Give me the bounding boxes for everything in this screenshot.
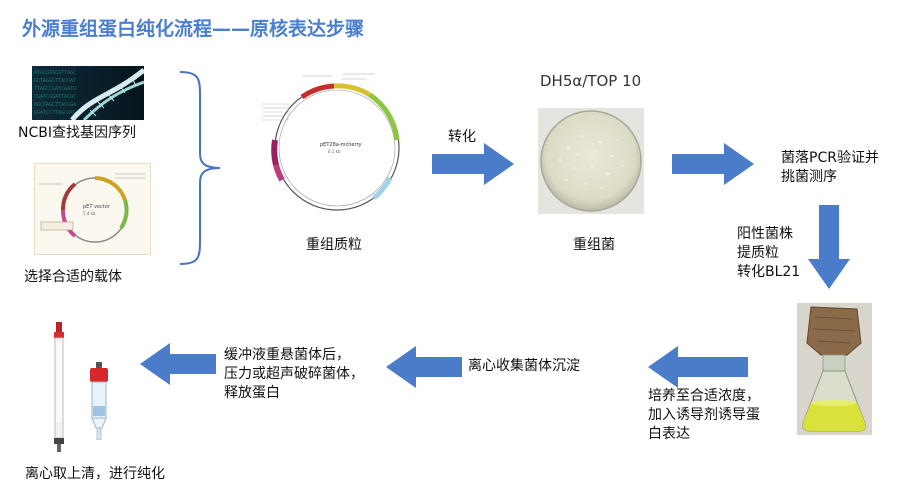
culture-label-line-2: 加入诱导剂诱导蛋	[648, 407, 760, 423]
bracket	[176, 70, 226, 270]
vector-label: 选择合适的载体	[24, 269, 122, 285]
positive-label: 阳性菌株 提质粒 转化BL21	[737, 225, 800, 282]
svg-text:GCTAGGCTTACGAT: GCTAGGCTTACGAT	[34, 78, 76, 84]
arrow-left-3	[140, 343, 216, 385]
lysis-label: 缓冲液重悬菌体后， 压力或超声破碎菌体， 释放蛋白	[224, 346, 364, 403]
culture-label: 培养至合适浓度， 加入诱导剂诱导蛋 白表达	[648, 387, 760, 444]
svg-text:AGCTAGCTTACGGA: AGCTAGCTTACGGA	[34, 102, 76, 108]
arrow-left-1	[648, 346, 748, 388]
lysis-label-line-1: 缓冲液重悬菌体后，	[224, 347, 350, 363]
centrifuge-label: 离心收集菌体沉淀	[468, 358, 580, 374]
svg-text:GGATCCTTAGCATG: GGATCCTTAGCATG	[34, 110, 76, 116]
arrow-down	[808, 205, 850, 289]
transform-label: 转化	[448, 129, 476, 145]
lysis-label-line-2: 压力或超声破碎菌体，	[224, 366, 364, 382]
pcr-label-line-2: 挑菌测序	[781, 169, 837, 185]
petri-dish-image	[538, 108, 644, 214]
recombinant-label: 重组菌	[573, 237, 615, 253]
svg-text:ATGCGTACGTTAGC: ATGCGTACGTTAGC	[34, 70, 76, 76]
culture-label-line-3: 白表达	[648, 426, 690, 442]
arrow-right-2	[672, 143, 754, 185]
pcr-label: 菌落PCR验证并 挑菌测序	[781, 149, 879, 187]
arrow-right-1	[432, 143, 514, 185]
page-title: 外源重组蛋白纯化流程——原核表达步骤	[22, 18, 365, 40]
positive-label-line-2: 提质粒	[737, 245, 779, 261]
strain-label: DH5α/TOP 10	[540, 72, 642, 90]
spin-column-image	[84, 362, 114, 441]
vector-map-image: pET vector 5.4 kb	[34, 163, 151, 255]
svg-text:5.4 kb: 5.4 kb	[83, 211, 96, 216]
svg-text:CGATCGGATTACGC: CGATCGGATTACGC	[34, 94, 76, 100]
culture-label-line-1: 培养至合适浓度，	[648, 388, 760, 404]
dna-image: ATGCGTACGTTAGC GCTAGGCTTACGAT TTAGCCGATC…	[32, 66, 144, 120]
svg-text:pET28a-mcherry: pET28a-mcherry	[320, 142, 362, 148]
purify-label: 离心取上清，进行纯化	[25, 466, 165, 482]
chromatography-column-image	[48, 322, 70, 452]
plasmid-label: 重组质粒	[306, 237, 362, 253]
positive-label-line-3: 转化BL21	[737, 264, 801, 280]
svg-text:6.1 kb: 6.1 kb	[328, 149, 341, 154]
flask-image	[797, 303, 872, 435]
positive-label-line-1: 阳性菌株	[737, 226, 793, 242]
plasmid-image: pET28a-mcherry 6.1 kb	[261, 70, 412, 220]
lysis-label-line-3: 释放蛋白	[224, 385, 280, 401]
ncbi-label: NCBI查找基因序列	[18, 125, 136, 141]
arrow-left-2	[386, 346, 462, 388]
pcr-label-line-1: 菌落PCR验证并	[781, 150, 879, 166]
svg-text:pET vector: pET vector	[83, 204, 111, 210]
svg-text:TTAGCCGATCGATG: TTAGCCGATCGATG	[34, 86, 76, 92]
